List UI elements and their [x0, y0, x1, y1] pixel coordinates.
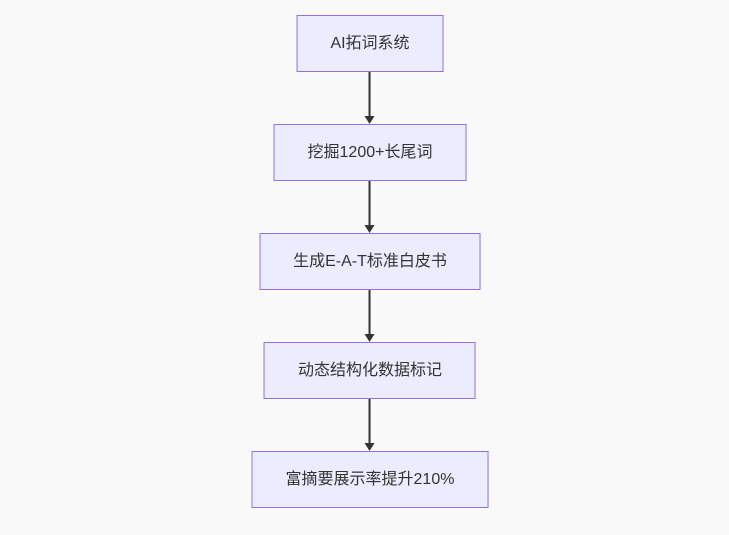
- flow-arrow: [365, 72, 375, 124]
- flow-node-rich-snippet-rate: 富摘要展示率提升210%: [251, 451, 489, 508]
- flow-node-eat-whitepaper: 生成E-A-T标准白皮书: [259, 233, 481, 290]
- arrow-line: [369, 181, 371, 225]
- arrowhead-down-icon: [365, 225, 375, 233]
- flow-node-structured-data-markup: 动态结构化数据标记: [263, 342, 476, 399]
- arrowhead-down-icon: [365, 443, 375, 451]
- arrow-line: [369, 72, 371, 116]
- flow-arrow: [365, 181, 375, 233]
- flow-arrow: [365, 399, 375, 451]
- flow-arrow: [365, 290, 375, 342]
- flow-node-ai-word-expansion-system: AI拓词系统: [296, 15, 444, 72]
- flowchart: AI拓词系统 挖掘1200+长尾词 生成E-A-T标准白皮书 动态结构化数据标记…: [251, 15, 489, 508]
- arrowhead-down-icon: [365, 116, 375, 124]
- arrow-line: [369, 290, 371, 334]
- flow-node-longtail-keywords: 挖掘1200+长尾词: [273, 124, 467, 181]
- arrow-line: [369, 399, 371, 443]
- arrowhead-down-icon: [365, 334, 375, 342]
